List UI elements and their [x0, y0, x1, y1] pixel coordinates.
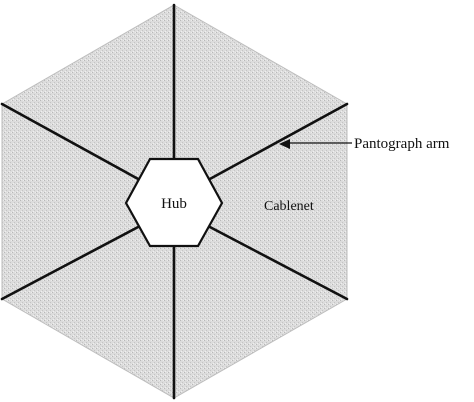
- cablenet-label: Cablenet: [264, 199, 314, 214]
- pantograph-arm-pointer-arrowhead: [279, 139, 290, 149]
- pantograph-arm-upper-left: [0, 102, 142, 182]
- pantograph-arm-lower-left: [0, 224, 142, 301]
- hub-hexagon: [124, 157, 224, 248]
- pantograph-arms: [0, 3, 349, 400]
- pantograph-arm-lower-right: [206, 224, 349, 301]
- pantograph-arm-upper-right: [206, 102, 349, 182]
- hub-label: Hub: [161, 196, 187, 212]
- pantograph-arm-label: Pantograph arm: [354, 136, 450, 152]
